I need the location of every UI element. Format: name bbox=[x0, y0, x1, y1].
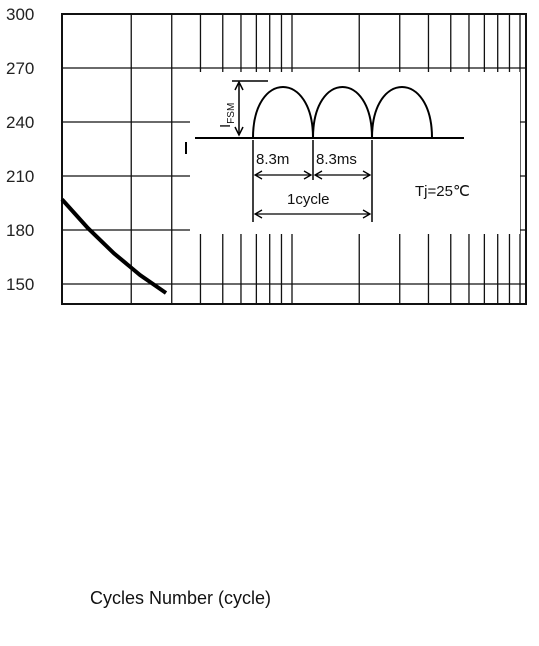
plot-frame bbox=[61, 13, 527, 305]
y-tick-label: 240 bbox=[6, 113, 34, 132]
chart: 300 270 240 210 180 150 IFSM 8.3m 8.3ms 1cycl… bbox=[6, 5, 527, 305]
ifsm-arrowhead-bottom bbox=[234, 126, 244, 137]
series-line bbox=[60, 198, 168, 295]
cycle-label: 1cycle bbox=[287, 191, 330, 208]
x-axis-label: Cycles Number (cycle) bbox=[90, 588, 272, 608]
inset-waveform: IFSM 8.3m 8.3ms 1cycle Tj=25℃ bbox=[185, 72, 520, 234]
half-cycle-arrowheads-1 bbox=[253, 170, 313, 180]
half-cycle-label-2: 8.3ms bbox=[316, 151, 357, 168]
inset-pulse-2 bbox=[312, 86, 373, 139]
y-tick-label: 180 bbox=[6, 221, 34, 240]
y-tick-label: 300 bbox=[6, 5, 34, 24]
inset-pulse-3 bbox=[371, 86, 433, 139]
y-axis-ticks: 300 270 240 210 180 150 bbox=[6, 5, 34, 294]
cycle-arrowheads bbox=[253, 209, 372, 219]
inset-pulse-1 bbox=[252, 86, 314, 139]
half-cycle-label-1: 8.3m bbox=[256, 151, 289, 168]
inset-background bbox=[190, 72, 520, 234]
temperature-label: Tj=25℃ bbox=[415, 183, 470, 200]
ifsm-label: IFSM bbox=[217, 103, 237, 128]
ifsm-arrowhead-top bbox=[234, 80, 244, 91]
y-tick-label: 150 bbox=[6, 275, 34, 294]
y-tick-label: 210 bbox=[6, 167, 34, 186]
y-tick-label: 270 bbox=[6, 59, 34, 78]
half-cycle-arrowheads-2 bbox=[313, 170, 372, 180]
